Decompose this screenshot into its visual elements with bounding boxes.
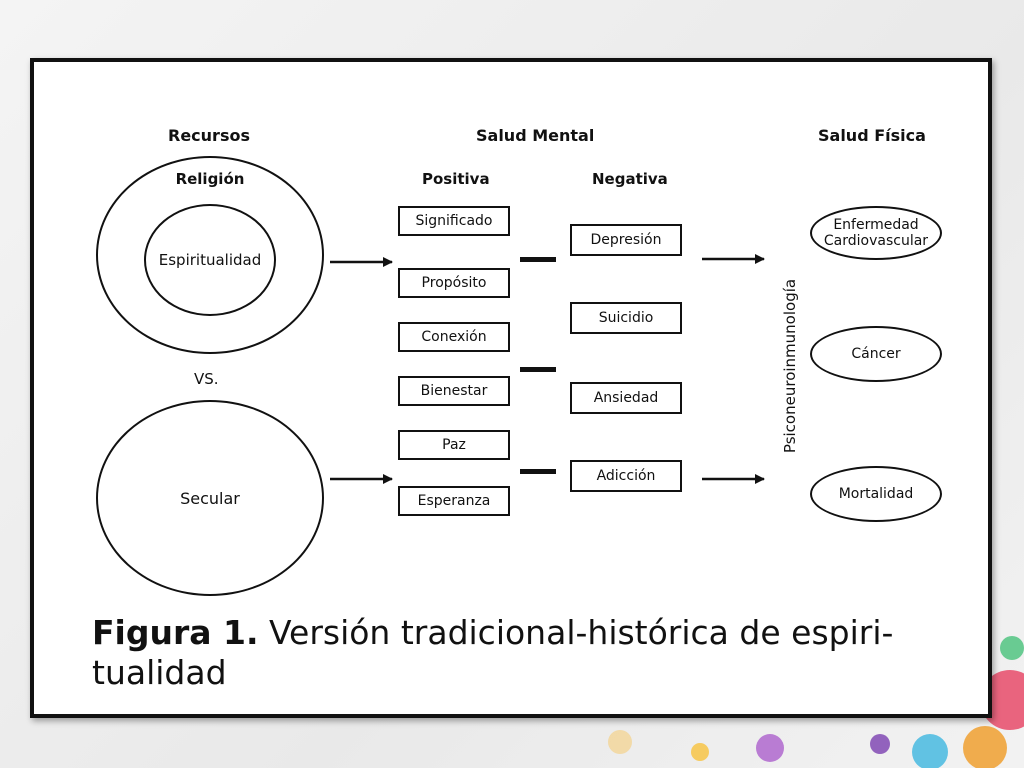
minus-sign — [520, 257, 556, 262]
caption-text: Versión tradicional-histórica de espiri-… — [92, 613, 894, 692]
secular-circle: Secular — [96, 400, 324, 596]
negative-box-adiccion: Adicción — [570, 460, 682, 492]
outcome-cardiovascular-label: Enfermedad Cardiovascular — [823, 216, 929, 249]
subheader-negativa: Negativa — [592, 170, 668, 188]
positive-box-esperanza: Esperanza — [398, 486, 510, 516]
minus-sign — [520, 469, 556, 474]
negative-box-depresion: Depresión — [570, 224, 682, 256]
figure-caption: Figura 1. Versión tradicional-histórica … — [92, 613, 962, 692]
negative-box-suicidio: Suicidio — [570, 302, 682, 334]
header-salud-fisica: Salud Física — [818, 126, 926, 145]
outcome-cancer: Cáncer — [810, 326, 942, 382]
religion-label: Religión — [175, 170, 245, 188]
spirituality-label: Espiritualidad — [158, 251, 262, 269]
outcome-mortalidad: Mortalidad — [810, 466, 942, 522]
spirituality-circle: Espiritualidad — [144, 204, 276, 316]
negative-box-ansiedad: Ansiedad — [570, 382, 682, 414]
header-recursos: Recursos — [168, 126, 250, 145]
versus-label: VS. — [194, 370, 219, 388]
outcome-cardiovascular: Enfermedad Cardiovascular — [810, 206, 942, 260]
positive-box-proposito: Propósito — [398, 268, 510, 298]
subheader-positiva: Positiva — [422, 170, 490, 188]
minus-sign — [520, 367, 556, 372]
positive-box-conexion: Conexión — [398, 322, 510, 352]
positive-box-paz: Paz — [398, 430, 510, 460]
religion-circle: Religión — [96, 156, 324, 354]
secular-label: Secular — [180, 488, 240, 508]
header-salud-mental: Salud Mental — [476, 126, 595, 145]
caption-label: Figura 1. — [92, 613, 259, 652]
positive-box-bienestar: Bienestar — [398, 376, 510, 406]
positive-box-significado: Significado — [398, 206, 510, 236]
